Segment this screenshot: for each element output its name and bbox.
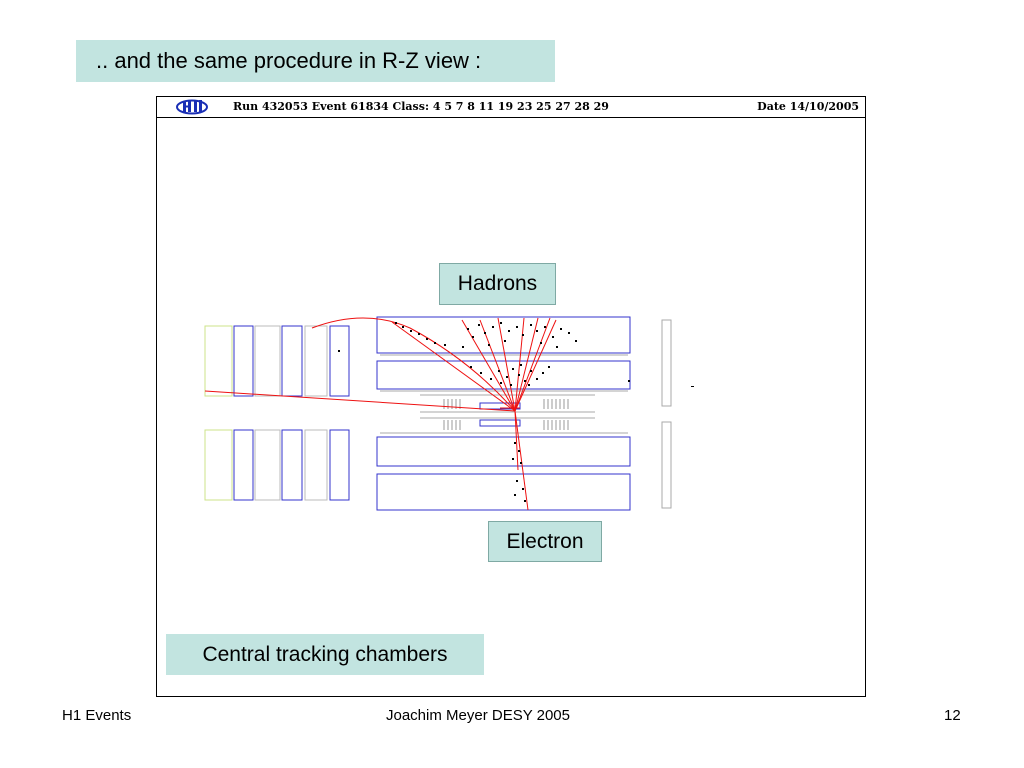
silicon-strips	[443, 399, 569, 430]
electron-label: Electron	[488, 521, 602, 562]
inner-chamber-shadows	[380, 354, 628, 434]
forward-modules-top	[204, 325, 350, 397]
curved-track	[311, 317, 516, 412]
hadrons-label: Hadrons	[439, 263, 556, 305]
vertex-detector	[479, 402, 521, 427]
central-tracking-label: Central tracking chambers	[166, 634, 484, 675]
electron-track-forward	[204, 390, 516, 412]
central-chambers	[376, 316, 631, 511]
footer-center: Joachim Meyer DESY 2005	[386, 707, 570, 724]
slide-number: 12	[944, 707, 961, 724]
run-event-info: Run 432053 Event 61834 Class: 4 5 7 8 11…	[233, 100, 609, 113]
particle-tracks	[204, 317, 557, 511]
event-date: Date 14/10/2005	[757, 100, 859, 113]
slide-title: .. and the same procedure in R-Z view :	[76, 40, 555, 82]
tracker-hits	[338, 322, 694, 502]
footer-left: H1 Events	[62, 707, 132, 724]
event-header: Run 432053 Event 61834 Class: 4 5 7 8 11…	[157, 97, 865, 118]
backward-detector	[661, 319, 672, 509]
h1-logo-icon	[176, 99, 208, 115]
forward-modules-bottom	[204, 429, 350, 501]
